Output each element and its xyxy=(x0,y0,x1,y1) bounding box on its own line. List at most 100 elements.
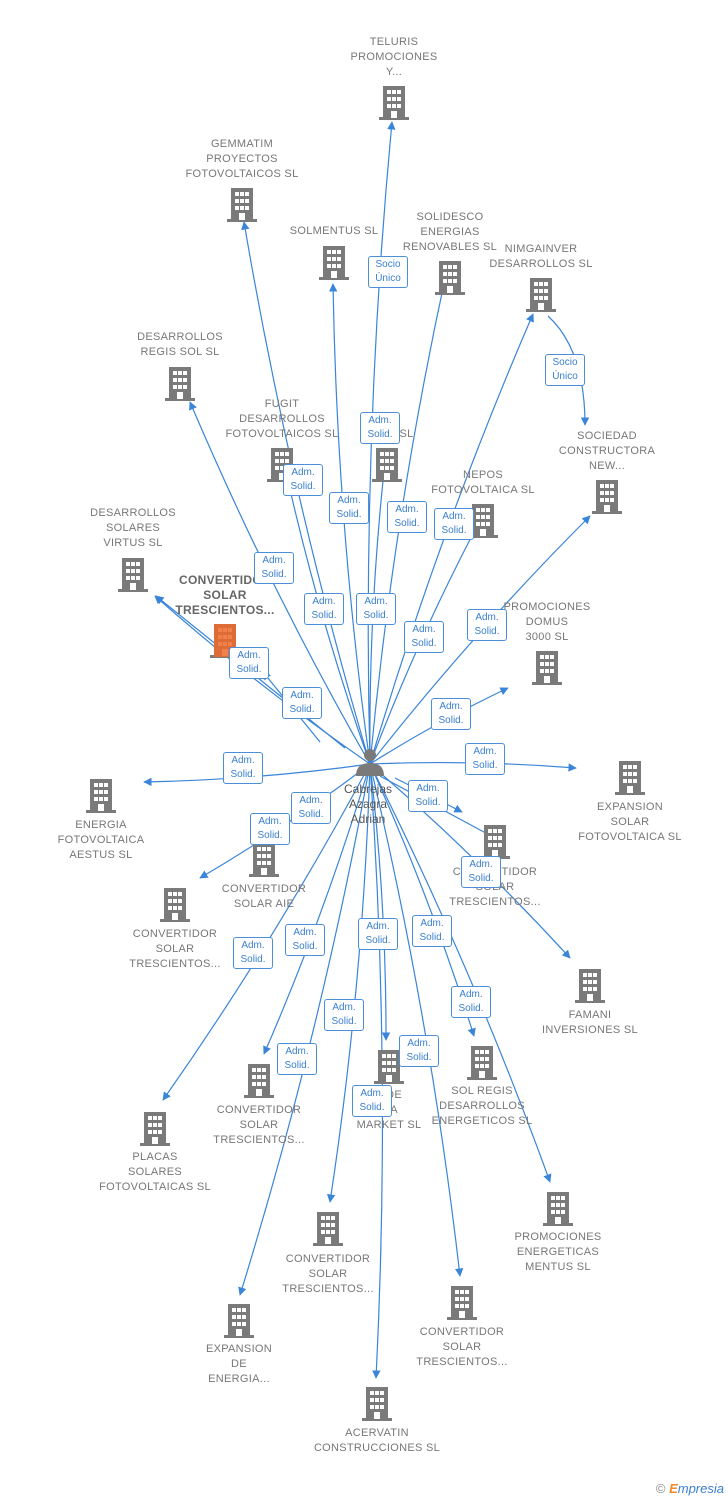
relation-badge-line: Solid. xyxy=(472,760,498,771)
company-building-icon[interactable] xyxy=(592,480,622,514)
relation-badge[interactable]: Adm.Solid. xyxy=(283,464,323,496)
relation-badge[interactable]: Adm.Solid. xyxy=(467,609,507,641)
company-label-line: FOTOVOLTAICA SL xyxy=(578,831,682,843)
relation-badge[interactable]: Adm.Solid. xyxy=(356,593,396,625)
company-building-icon[interactable] xyxy=(372,448,402,482)
company-building-icon[interactable] xyxy=(140,1112,170,1146)
relation-badge[interactable]: Adm.Solid. xyxy=(329,492,369,524)
relation-badge[interactable]: Adm.Solid. xyxy=(233,937,273,969)
company-building-icon[interactable] xyxy=(543,1192,573,1226)
relation-badge[interactable]: Adm.Solid. xyxy=(304,593,344,625)
person-icon[interactable] xyxy=(356,749,384,776)
relation-badge-line: Solid. xyxy=(284,1060,310,1071)
company-building-icon[interactable] xyxy=(244,1064,274,1098)
company-building-icon[interactable] xyxy=(319,246,349,280)
relation-badge-line: Solid. xyxy=(290,481,316,492)
company-label-line: 3000 SL xyxy=(525,631,569,643)
relation-badge[interactable]: Adm.Solid. xyxy=(229,647,269,679)
relation-badge[interactable]: Adm.Solid. xyxy=(451,986,491,1018)
company-building-icon[interactable] xyxy=(227,188,257,222)
company-building-icon[interactable] xyxy=(160,888,190,922)
company-label[interactable]: SOLMENTUS SL xyxy=(259,224,409,239)
company-label-line: PROMOCIONES xyxy=(514,1231,602,1243)
company-building-icon[interactable] xyxy=(615,761,645,795)
relation-badge[interactable]: Adm.Solid. xyxy=(404,621,444,653)
relation-badge[interactable]: Adm.Solid. xyxy=(223,752,263,784)
relation-badge[interactable]: Adm.Solid. xyxy=(250,813,290,845)
relation-badge[interactable]: Adm.Solid. xyxy=(277,1043,317,1075)
footer-brand[interactable]: © Empresia xyxy=(656,1481,724,1496)
company-building-icon[interactable] xyxy=(575,969,605,1003)
company-building-icon[interactable] xyxy=(165,367,195,401)
company-building-icon[interactable] xyxy=(447,1286,477,1320)
relation-badge-line: Adm. xyxy=(299,795,323,806)
company-label-line: INVERSIONES SL xyxy=(542,1024,638,1036)
relation-badge-line: Solid. xyxy=(257,830,283,841)
company-building-icon[interactable] xyxy=(118,558,148,592)
relation-badge[interactable]: Adm.Solid. xyxy=(434,508,474,540)
relation-badge[interactable]: Adm.Solid. xyxy=(282,687,322,719)
relation-badge[interactable]: Adm.Solid. xyxy=(431,698,471,730)
copyright-symbol: © xyxy=(655,1481,666,1496)
company-building-icon[interactable] xyxy=(532,651,562,685)
company-building-icon[interactable] xyxy=(526,278,556,312)
company-building-icon[interactable] xyxy=(249,843,279,877)
relation-badge[interactable]: Adm.Solid. xyxy=(387,501,427,533)
relation-badge[interactable]: Adm.Solid. xyxy=(358,918,398,950)
company-building-icon[interactable] xyxy=(435,261,465,295)
relation-badge[interactable]: Adm.Solid. xyxy=(399,1035,439,1067)
relation-badge[interactable]: Adm.Solid. xyxy=(291,792,331,824)
relation-badge[interactable]: Adm.Solid. xyxy=(254,552,294,584)
relation-badge[interactable]: Adm.Solid. xyxy=(360,412,400,444)
company-label-line: ENERGETICOS SL xyxy=(431,1115,533,1127)
relation-badge[interactable]: Adm.Solid. xyxy=(408,780,448,812)
company-label-line: TRESCIENTOS... xyxy=(416,1356,508,1368)
company-building-icon[interactable] xyxy=(467,1046,497,1080)
relation-badge-line: Único xyxy=(552,371,578,382)
person-name[interactable]: Cabrejas Azagra Adrian xyxy=(318,782,418,827)
company-building-icon[interactable] xyxy=(313,1212,343,1246)
relation-badge[interactable]: Adm.Solid. xyxy=(412,915,452,947)
company-building-icon[interactable] xyxy=(379,86,409,120)
relation-badge[interactable]: Adm.Solid. xyxy=(285,924,325,956)
relation-badge[interactable]: Adm.Solid. xyxy=(465,743,505,775)
company-label-line: SOLAR AIE xyxy=(233,898,295,910)
relation-badge[interactable]: Adm.Solid. xyxy=(352,1085,392,1117)
company-building-icon[interactable] xyxy=(86,779,116,813)
relation-badge-line: Único xyxy=(375,273,401,284)
relation-badge[interactable]: Adm.Solid. xyxy=(324,999,364,1031)
relation-badge-line: Adm. xyxy=(366,921,390,932)
company-building-icon[interactable] xyxy=(224,1304,254,1338)
company-label-line: DESARROLLOS xyxy=(90,507,176,519)
relation-badge[interactable]: Adm.Solid. xyxy=(461,856,501,888)
company-building-icon[interactable] xyxy=(480,825,510,859)
company-building-icon[interactable] xyxy=(362,1387,392,1421)
relation-badge-line: Solid. xyxy=(363,610,389,621)
